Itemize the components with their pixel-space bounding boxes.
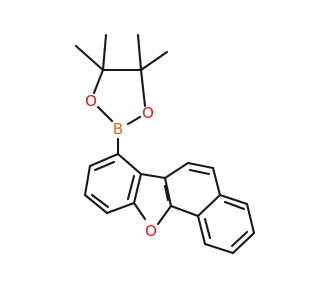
bond-n3 [231,231,256,255]
double-f3 [163,184,170,202]
double-n3 [230,230,249,248]
bond-c-o-right [139,68,147,108]
bond-m3 [211,166,222,197]
bond-n1 [218,193,249,206]
atom-o-furan: O [145,222,157,240]
bond-o-b-upper [96,105,114,123]
bond-a6 [116,152,143,176]
bond-n5 [196,214,207,246]
double-a5 [126,174,136,201]
bond-methyl-3 [136,33,143,72]
bond-a5 [132,172,143,205]
naphthalene-ring-middle [163,161,222,218]
bond-f3 [163,176,173,208]
bond-methyl-4 [139,50,169,72]
bond-m5 [169,204,200,218]
double-n5 [203,217,212,240]
bond-n4 [203,242,235,255]
benzene-ring-left [83,152,143,215]
atom-boron: B [113,120,123,138]
background [0,0,300,300]
bond-c-o-upper [92,68,105,95]
double-a3 [90,193,110,209]
double-n1 [223,200,246,211]
atom-o-upper: O [85,92,97,110]
furan-ring [132,172,173,226]
bond-m1 [163,161,190,180]
bond-f2 [156,204,173,226]
double-m2 [188,168,211,176]
bond-f1 [132,201,147,221]
bond-n2 [245,202,256,235]
structure-drawing: O O B O [0,0,300,300]
atom-o-right: O [142,104,154,122]
double-a1 [93,160,116,172]
bond-a2 [83,164,92,197]
molecule-canvas: O O B O [0,0,300,300]
naphthalene-ring-outer [196,193,256,255]
bond-a3 [83,193,109,215]
pinacol-ring [74,33,169,126]
bond-methyl-1 [74,44,105,72]
bond-a1 [88,152,120,168]
bond-m2 [186,161,215,170]
bond-m4 [196,193,222,218]
bond-f4 [139,172,167,180]
bond-b-o-right [126,115,142,126]
bond-a4 [105,201,136,215]
bond-methyl-2 [101,33,108,72]
